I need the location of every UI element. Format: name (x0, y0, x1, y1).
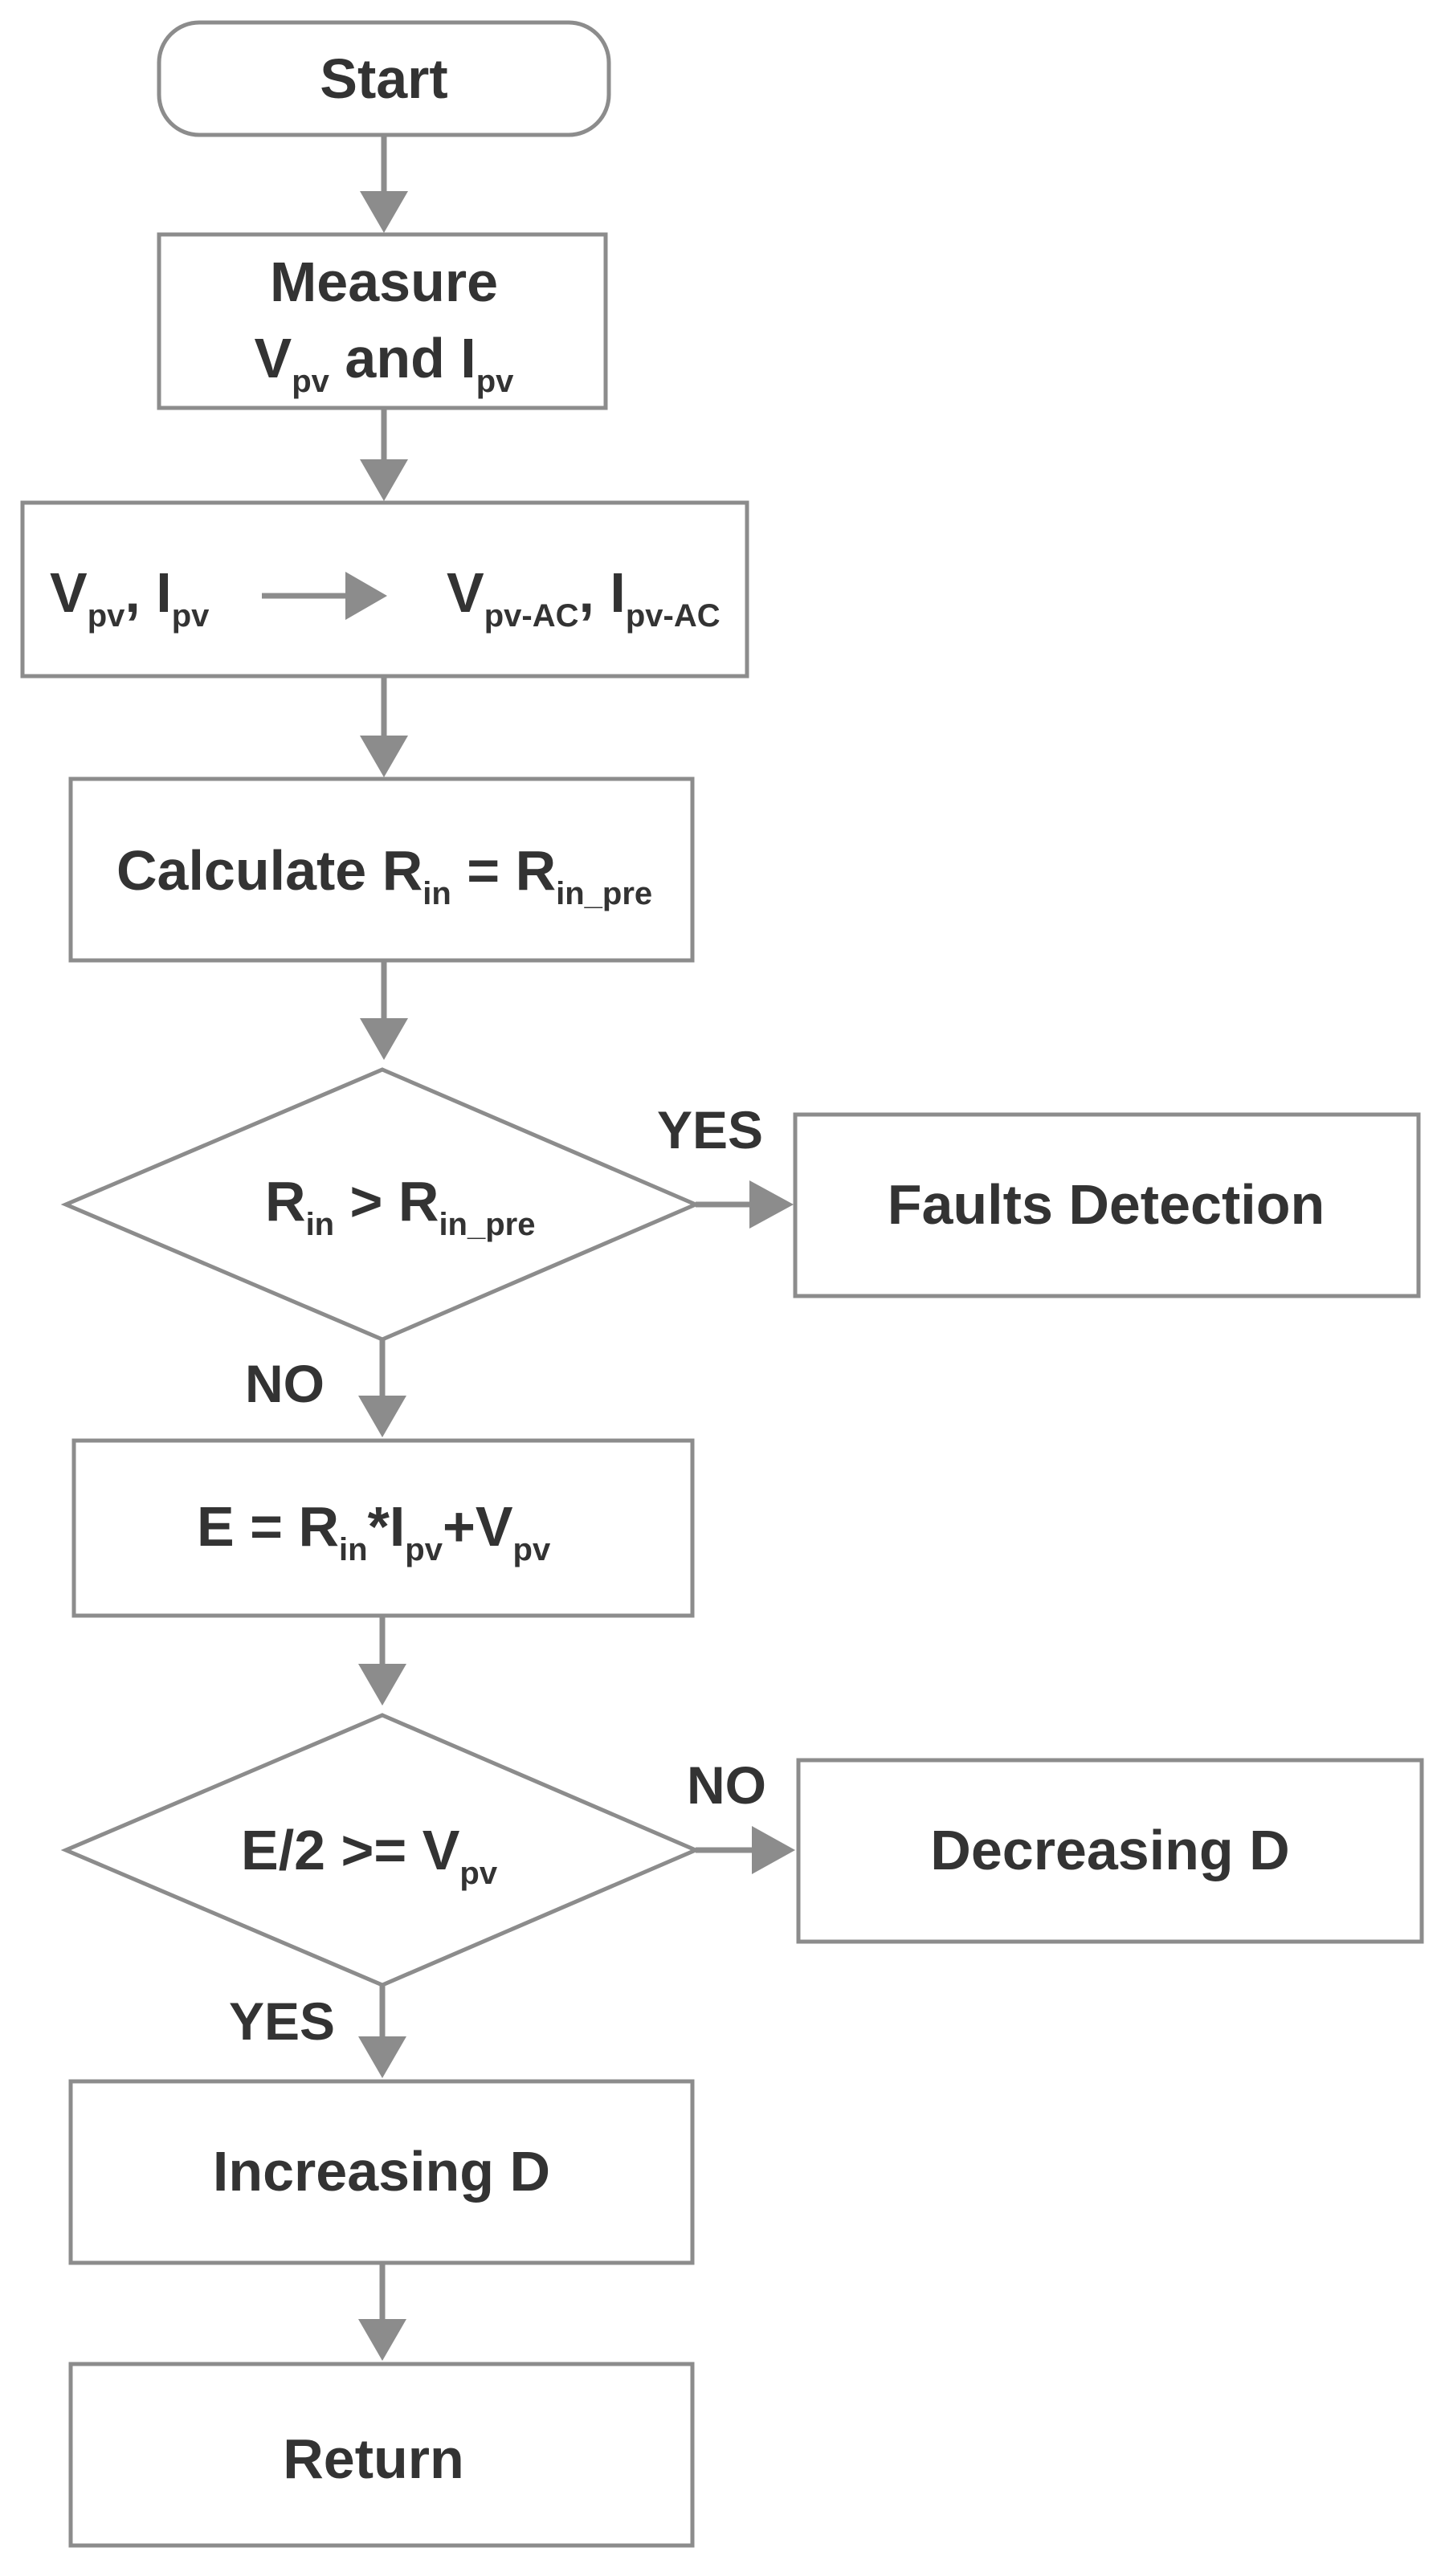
increasing-d-box (68, 2079, 695, 2265)
decreasing-d-box (796, 1758, 1424, 1944)
arrow-measure-convert-head (360, 459, 408, 501)
arrow-calculate-decision1-head (360, 1018, 408, 1060)
return-label: Return (283, 2427, 464, 2490)
decreasing-d-label: Decreasing D (930, 1819, 1289, 1881)
arrow-start-measure-head (360, 191, 408, 233)
yes-label-1: YES (657, 1100, 763, 1160)
no-label-1: NO (245, 1354, 325, 1413)
convert-box (20, 500, 749, 679)
arrow-yes1-head (749, 1180, 794, 1229)
arrow-increasing-return-head (358, 2319, 406, 2361)
increasing-d-label: Increasing D (213, 2140, 550, 2203)
faults-detection-box (793, 1112, 1421, 1298)
decision-rin-label: Rin > Rin_pre (265, 1170, 535, 1242)
faults-detection-label: Faults Detection (888, 1173, 1325, 1236)
yes-label-2: YES (229, 1991, 335, 2051)
arrow-no1-head (358, 1396, 406, 1437)
measure-label-line1: Measure (270, 251, 498, 313)
convert-output-label: Vpv-AC, Ipv-AC (447, 561, 720, 634)
convert-arrow-head (345, 572, 387, 620)
decision-e-label: E/2 >= Vpv (241, 1819, 498, 1891)
arrow-yes2-head (358, 2036, 406, 2078)
arrow-no2-head (752, 1826, 795, 1874)
measure-box (157, 232, 608, 410)
energy-label: E = Rin*Ipv+Vpv (197, 1495, 551, 1567)
return-box (68, 2362, 695, 2548)
convert-input-label: Vpv, Ipv (50, 561, 210, 634)
no-label-2: NO (687, 1755, 766, 1815)
start-label: Start (320, 47, 447, 110)
measure-label-line2: Vpv and Ipv (255, 327, 515, 399)
calculate-label: Calculate Rin = Rin_pre (116, 839, 652, 911)
energy-box (71, 1438, 695, 1618)
arrow-convert-calculate-head (360, 736, 408, 777)
arrow-energy-decision2-head (358, 1664, 406, 1706)
calculate-box (68, 776, 695, 963)
